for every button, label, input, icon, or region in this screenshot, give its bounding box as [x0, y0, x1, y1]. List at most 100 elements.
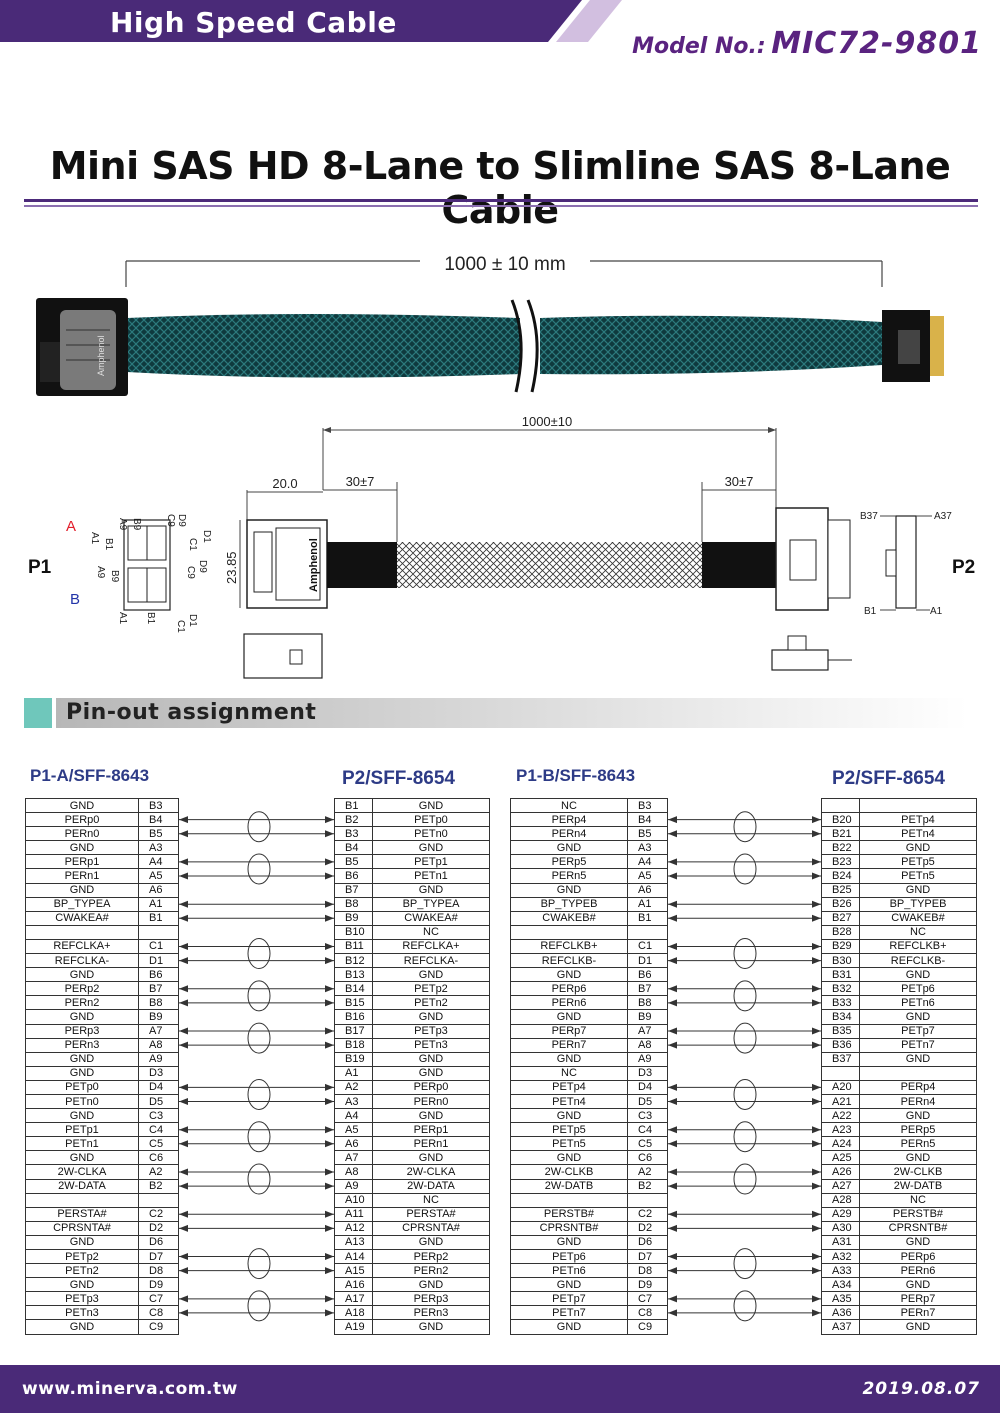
- brand-logo-photo: Amphenol: [96, 335, 106, 376]
- pin-cell: A5: [334, 1122, 373, 1138]
- p2-pin-b37: B37: [860, 511, 878, 522]
- overall-length-dimension: 1000±10: [522, 414, 573, 429]
- pin-cell: B33: [821, 995, 860, 1011]
- signal-cell: CPRSNTA#: [372, 1220, 490, 1236]
- pin-cell: C9: [627, 1319, 668, 1335]
- signal-cell: GND: [372, 797, 490, 814]
- arrow-head: [668, 1267, 677, 1275]
- p1-pin-label: A1: [89, 532, 100, 545]
- arrow-head: [812, 999, 821, 1007]
- pin-cell: B3: [138, 797, 179, 814]
- signal-cell: GND: [510, 882, 628, 898]
- pin-cell: D1: [138, 953, 179, 969]
- signal-cell: REFCLKA+: [372, 938, 490, 955]
- pin-cell: A8: [627, 1037, 668, 1053]
- signal-cell: PETp6: [510, 1248, 628, 1265]
- signal-cell: CWAKEB#: [859, 910, 977, 926]
- signal-cell: GND: [859, 882, 977, 898]
- arrow-head: [668, 914, 677, 922]
- signal-cell: PETp4: [859, 812, 977, 828]
- arrow-head: [812, 900, 821, 908]
- signal-cell: PERn7: [859, 1305, 977, 1321]
- signal-cell: PERp0: [372, 1079, 490, 1095]
- pin-cell: A13: [334, 1234, 373, 1251]
- signal-cell: [25, 1192, 139, 1208]
- pin-cell: B25: [821, 882, 860, 898]
- signal-cell: PERn4: [859, 1093, 977, 1110]
- pin-cell: C2: [627, 1206, 668, 1222]
- signal-cell: GND: [25, 1234, 139, 1251]
- title-rule-top: [24, 199, 978, 202]
- p2-pin-b1: B1: [864, 606, 877, 617]
- arrow-head: [179, 1098, 188, 1106]
- arrow-head: [812, 1027, 821, 1035]
- product-illustration: 1000 ± 10 mm Amphenol 1000±10 30±7 30±7 …: [28, 254, 975, 679]
- pin-cell: B21: [821, 826, 860, 842]
- pin-cell: B16: [334, 1009, 373, 1025]
- arrow-head: [325, 957, 334, 965]
- table-row: CPRSNTA#D2: [25, 1220, 179, 1236]
- pin-cell: A3: [627, 840, 668, 856]
- signal-cell: PETp1: [25, 1122, 139, 1138]
- pin-cell: B29: [821, 938, 860, 955]
- pin-cell: A2: [627, 1164, 668, 1180]
- p1-pin-label: D1: [201, 530, 212, 543]
- pin-cell: B5: [138, 826, 179, 842]
- arrow-head: [812, 1182, 821, 1190]
- arrow-head: [668, 872, 677, 880]
- arrow-head: [325, 999, 334, 1007]
- pin-cell: B3: [334, 826, 373, 842]
- arrow-head: [812, 872, 821, 880]
- arrow-head: [812, 1168, 821, 1176]
- pin-cell: [821, 797, 860, 814]
- signal-cell: PERn1: [372, 1136, 490, 1152]
- signal-cell: PERn5: [859, 1136, 977, 1152]
- pin-cell: B3: [627, 797, 668, 814]
- signal-cell: BP_TYPEB: [510, 896, 628, 912]
- pin-cell: A15: [334, 1263, 373, 1279]
- arrow-head: [179, 1140, 188, 1148]
- signal-cell: PERn3: [25, 1037, 139, 1053]
- pin-cell: A9: [138, 1051, 179, 1067]
- table-row: REFCLKA+C1: [25, 938, 179, 955]
- pin-cell: A1: [138, 896, 179, 912]
- signal-cell: 2W-CLKA: [372, 1164, 490, 1180]
- pin-cell: A7: [138, 1023, 179, 1039]
- arrow-head: [812, 816, 821, 824]
- signal-cell: GND: [372, 1108, 490, 1124]
- section-bar: [56, 698, 968, 728]
- signal-cell: CPRSNTB#: [859, 1220, 977, 1236]
- left-end-length: 30±7: [346, 474, 375, 489]
- signal-cell: PERp3: [25, 1023, 139, 1039]
- pin-cell: A14: [334, 1248, 373, 1265]
- signal-cell: PETn4: [510, 1093, 628, 1110]
- pin-cell: A5: [627, 868, 668, 884]
- signal-cell: PERn5: [510, 868, 628, 884]
- brand-logo-drawing: Amphenol: [308, 538, 320, 592]
- signal-cell: GND: [25, 1319, 139, 1335]
- pin-cell: B4: [334, 840, 373, 856]
- arrow-head: [812, 1098, 821, 1106]
- arrow-head: [812, 1041, 821, 1049]
- signal-cell: [859, 797, 977, 814]
- arrow-head: [179, 1295, 188, 1303]
- pin-cell: D9: [138, 1277, 179, 1293]
- arrow-head: [812, 1083, 821, 1091]
- pin-cell: B31: [821, 967, 860, 983]
- arrow-head: [668, 1126, 677, 1134]
- signal-cell: [510, 924, 628, 940]
